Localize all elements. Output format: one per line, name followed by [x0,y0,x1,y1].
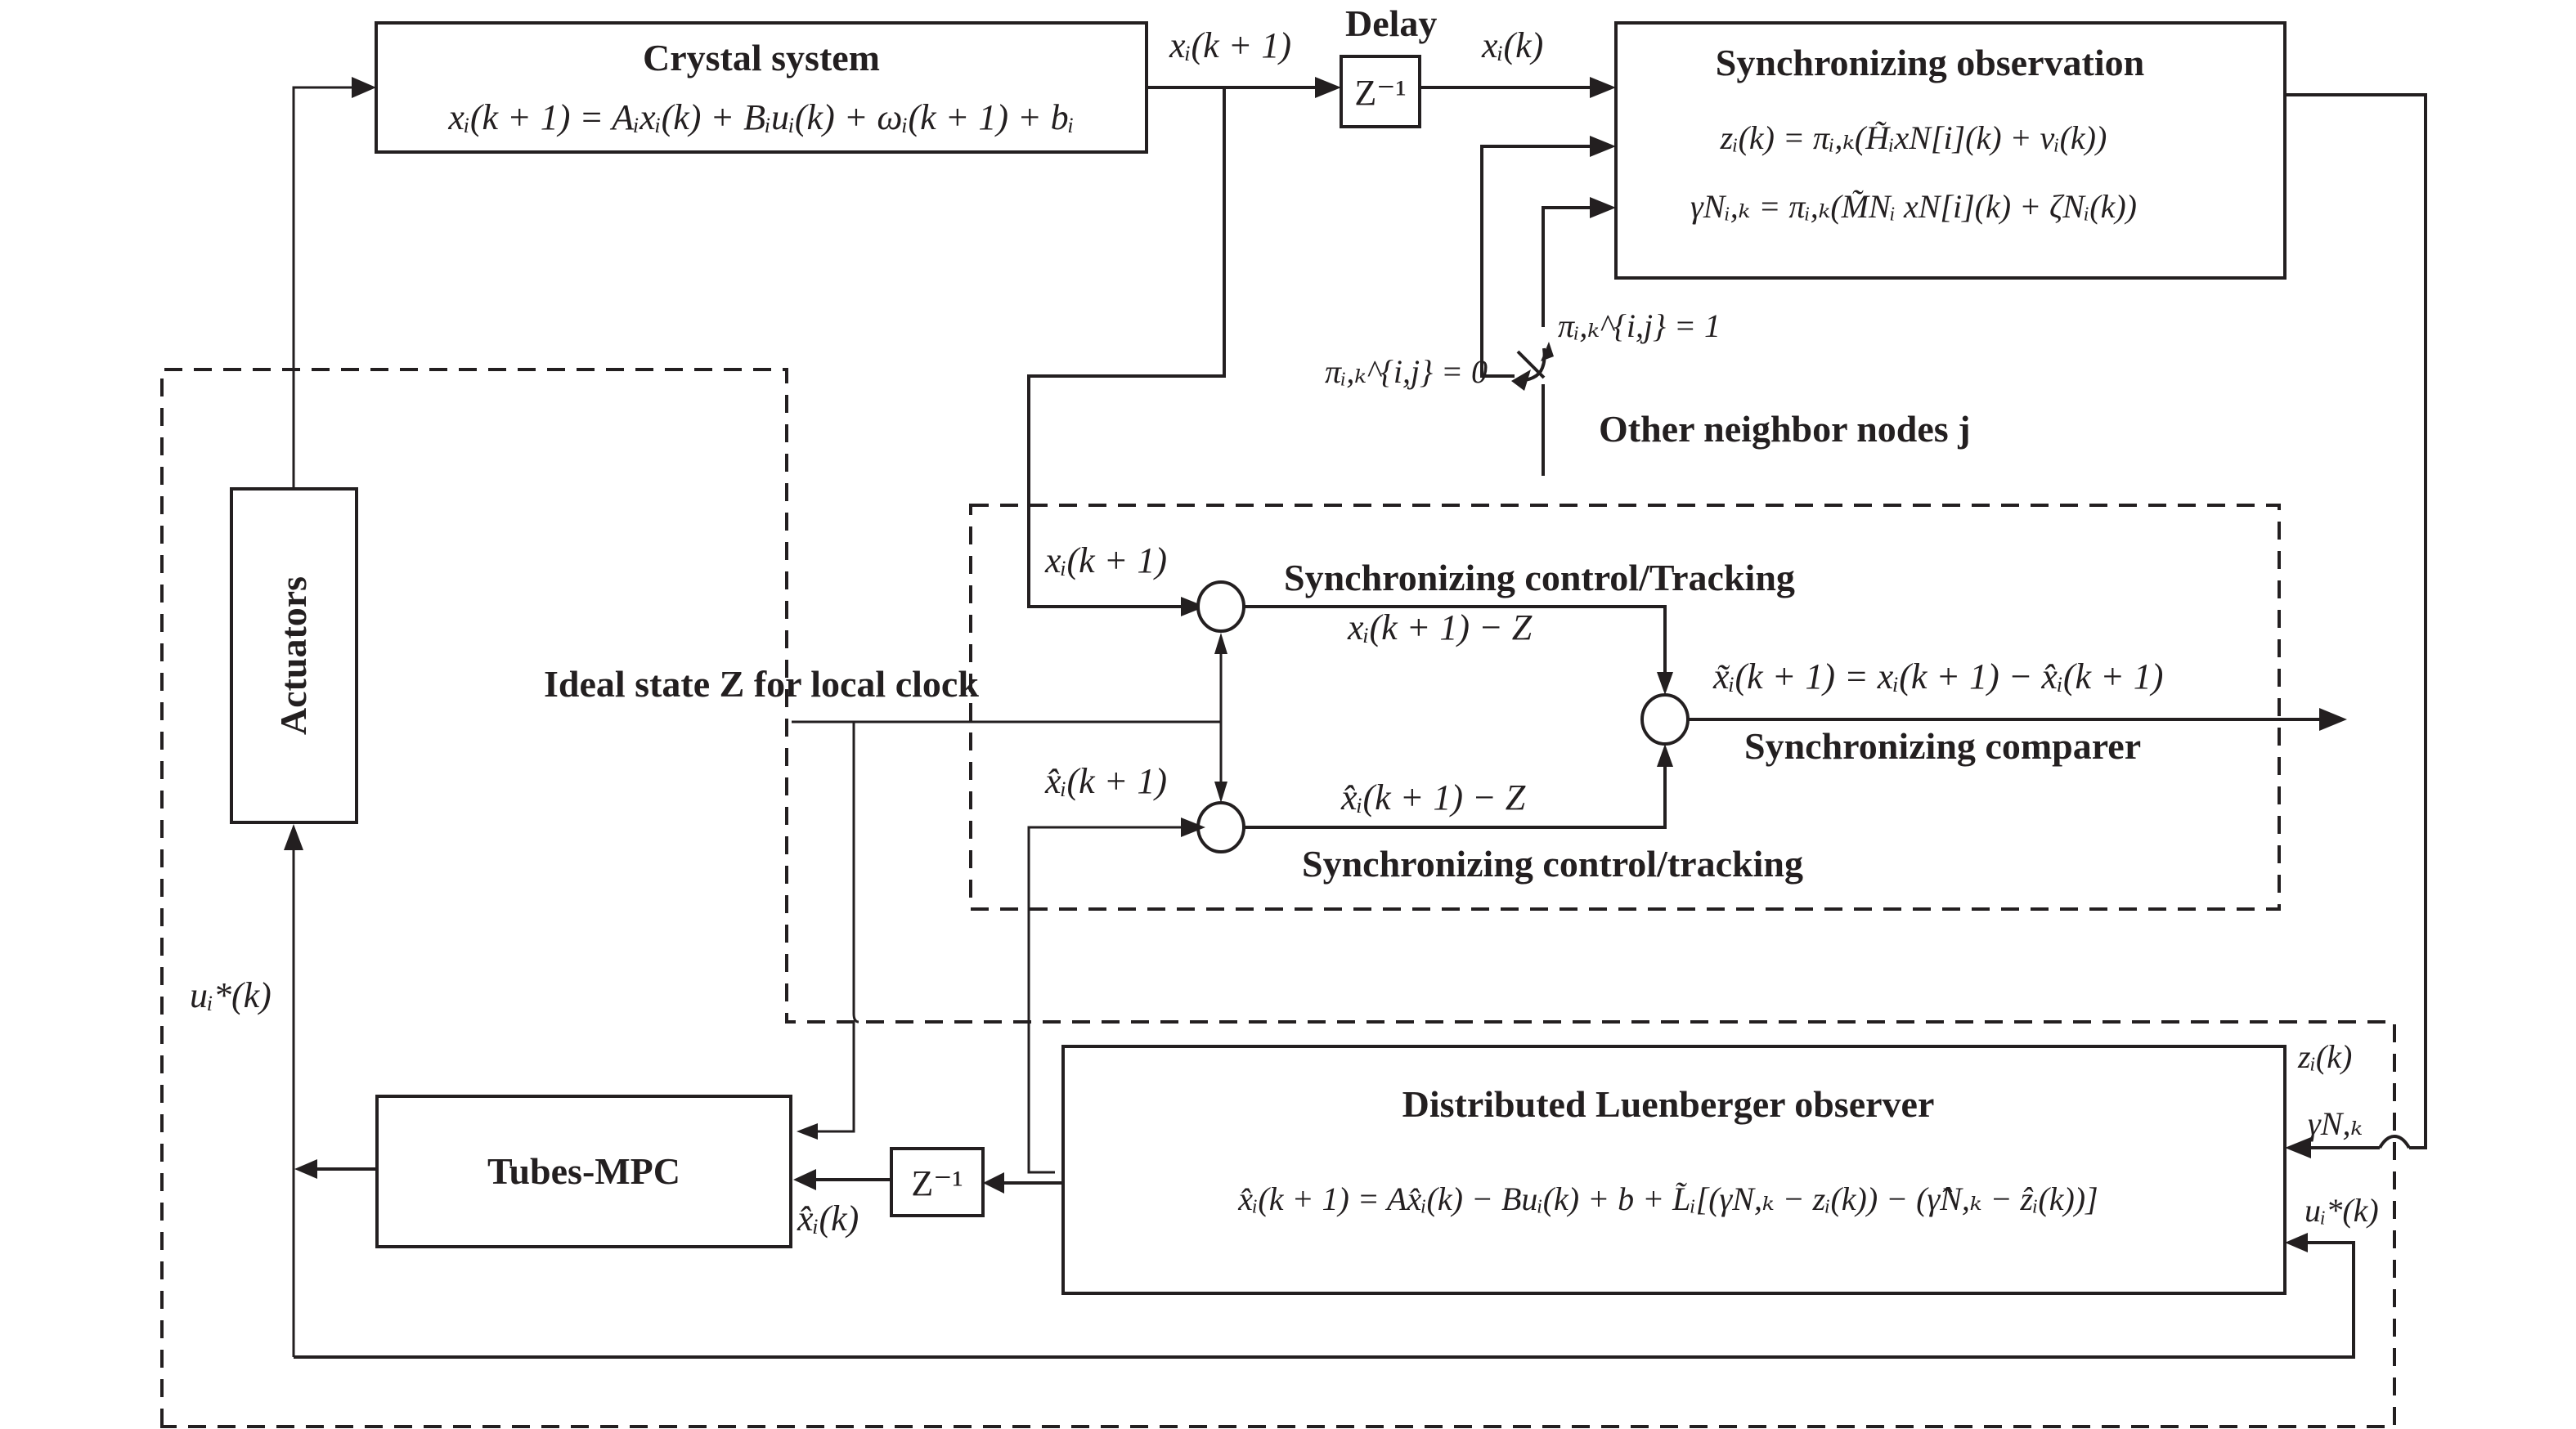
label-ideal-state: Ideal state Z for local clock [544,663,979,705]
wire-observation-to-luenberger [2285,93,2427,1158]
delay2-label: Z⁻¹ [911,1163,963,1203]
wire-mpc-to-actuators [284,824,377,1357]
actuators-title: Actuators [272,576,314,735]
observation-title: Synchronizing observation [1716,42,2144,83]
label-error-equation: x̃ᵢ(k + 1) = xᵢ(k + 1) − x̂ᵢ(k + 1) [1712,656,2163,697]
synchronizing-observation-block[interactable]: Synchronizing observation zᵢ(k) = πᵢ,ₖ(H… [1614,21,2287,280]
label-xi-k: xᵢ(k) [1481,25,1543,65]
wire-ideal-state [792,633,1227,1140]
label-xi-k1-mid: xᵢ(k + 1) [1044,540,1167,580]
wire-delay-to-observation [1420,77,1616,98]
observation-equation-z: zᵢ(k) = πᵢ,ₖ(H̃ᵢxN[i](k) + vᵢ(k)) [1720,119,2107,156]
dashed-region-synchronizing [969,504,2281,911]
tubes-mpc-block[interactable]: Tubes-MPC [375,1095,792,1248]
label-sync-control-lower: Synchronizing control/tracking [1302,843,1803,885]
wire-xhat-to-lower-node [1027,818,1205,1174]
tubes-mpc-title: Tubes-MPC [487,1150,680,1192]
wire-delay2-to-mpc [793,1169,1063,1194]
label-xi-k1-top: xᵢ(k + 1) [1169,25,1291,65]
luenberger-title: Distributed Luenberger observer [1402,1083,1935,1125]
delay-label: Z⁻¹ [1354,73,1406,113]
delay-block-2[interactable]: Z⁻¹ [890,1147,985,1217]
luenberger-equation: x̂ᵢ(k + 1) = Ax̂ᵢ(k) − Buᵢ(k) + b + L̃ᵢ[… [1237,1180,2098,1217]
label-u-star-right: uᵢ*(k) [2304,1192,2379,1229]
label-gamma-right: γN,ₖ [2308,1105,2363,1142]
luenberger-observer-block[interactable]: Distributed Luenberger observer x̂ᵢ(k + … [1061,1045,2287,1295]
label-z-right: zᵢ(k) [2297,1038,2352,1075]
label-synchronizing-comparer: Synchronizing comparer [1744,725,2141,767]
crystal-system-equation: xᵢ(k + 1) = Aᵢxᵢ(k) + Bᵢuᵢ(k) + ωᵢ(k + 1… [447,97,1074,137]
observation-equation-gamma: γNᵢ,ₖ = πᵢ,ₖ(M̃Nᵢ xN[i](k) + ζNᵢ(k)) [1690,188,2137,225]
wire-switch-to-observation [1480,136,1616,476]
wire-lower-to-comparer [1244,744,1673,829]
delay-title: Delay [1345,2,1437,44]
wire-u-star-feedback [294,1233,2355,1359]
wire-crystal-to-delay [1147,77,1341,98]
dashed-region-left-controller [160,368,2396,1428]
comparer-node[interactable] [1640,693,1690,746]
label-xhat-k: x̂ᵢ(k) [797,1198,859,1239]
delay-block[interactable]: Z⁻¹ [1340,55,1421,128]
neighbor-switch-icon[interactable] [1511,342,1554,391]
wire-actuators-to-crystal [292,77,376,489]
wire-comparer-output [1688,708,2347,731]
label-xhat-k1-mid: x̂ᵢ(k + 1) [1044,761,1167,801]
wire-xi-to-upper-node [1027,87,1226,616]
label-diff-lower: x̂ᵢ(k + 1) − Z [1340,777,1526,818]
label-other-neighbor-nodes: Other neighbor nodes j [1599,408,1971,450]
label-diff-upper: xᵢ(k + 1) − Z [1347,607,1533,647]
label-pi-zero: πᵢ,ₖ^{i,j} = 0 [1325,353,1488,390]
label-pi-one: πᵢ,ₖ^{i,j} = 1 [1558,307,1721,344]
label-u-star-left: uᵢ*(k) [190,975,272,1015]
actuators-block[interactable]: Actuators [230,487,358,824]
wire-upper-to-comparer [1244,605,1673,695]
label-sync-control-upper: Synchronizing control/Tracking [1284,557,1795,598]
summing-node-upper[interactable] [1196,580,1245,633]
crystal-system-block[interactable]: Crystal system xᵢ(k + 1) = Aᵢxᵢ(k) + Bᵢu… [375,21,1148,154]
crystal-system-title: Crystal system [643,37,880,78]
